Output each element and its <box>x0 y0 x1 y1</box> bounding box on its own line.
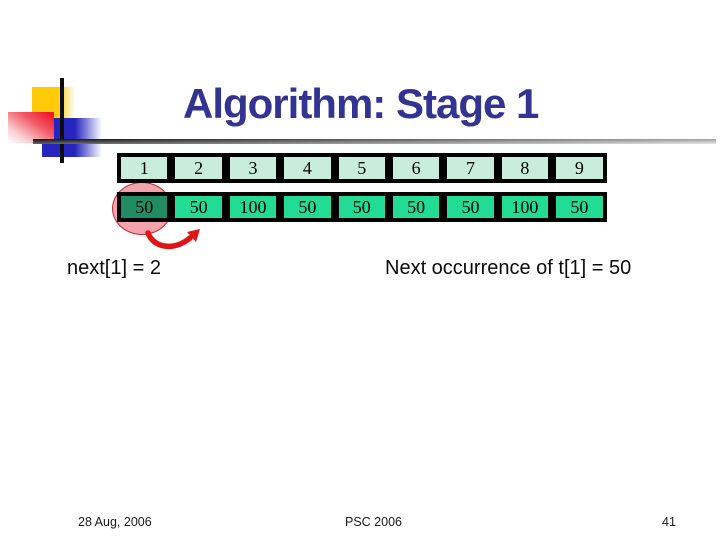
index-cell: 8 <box>497 153 553 183</box>
value-cell: 50 <box>334 192 389 222</box>
index-cell: 7 <box>443 153 498 183</box>
value-cell: 100 <box>225 192 281 222</box>
value-cell: 50 <box>171 192 226 222</box>
footer-page-number: 41 <box>662 515 676 529</box>
footer-date: 28 Aug, 2006 <box>78 515 152 529</box>
index-cell: 3 <box>225 153 281 183</box>
next-value-caption: next[1] = 2 <box>67 257 161 279</box>
footer-event: PSC 2006 <box>345 515 402 529</box>
highlight-circle <box>112 182 172 235</box>
page-title: Algorithm: Stage 1 <box>183 80 539 127</box>
next-occurrence-caption: Next occurrence of t[1] = 50 <box>385 257 632 279</box>
deco-red-square <box>8 112 54 143</box>
index-cell: 4 <box>280 153 335 183</box>
index-cell: 1 <box>117 153 172 183</box>
value-cell: 50 <box>443 192 498 222</box>
curved-arrow-icon <box>145 229 200 250</box>
deco-vertical-line <box>60 78 64 163</box>
title-underline <box>33 139 716 144</box>
index-cell: 5 <box>334 153 389 183</box>
value-cell: 50 <box>280 192 335 222</box>
index-cell: 2 <box>171 153 226 183</box>
value-cell: 100 <box>497 192 553 222</box>
value-cell: 50 <box>388 192 444 222</box>
pattern-value-row: 50501005050505010050 <box>117 192 607 222</box>
index-cell: 6 <box>388 153 444 183</box>
index-cell: 9 <box>552 153 607 183</box>
value-cell: 50 <box>552 192 607 222</box>
